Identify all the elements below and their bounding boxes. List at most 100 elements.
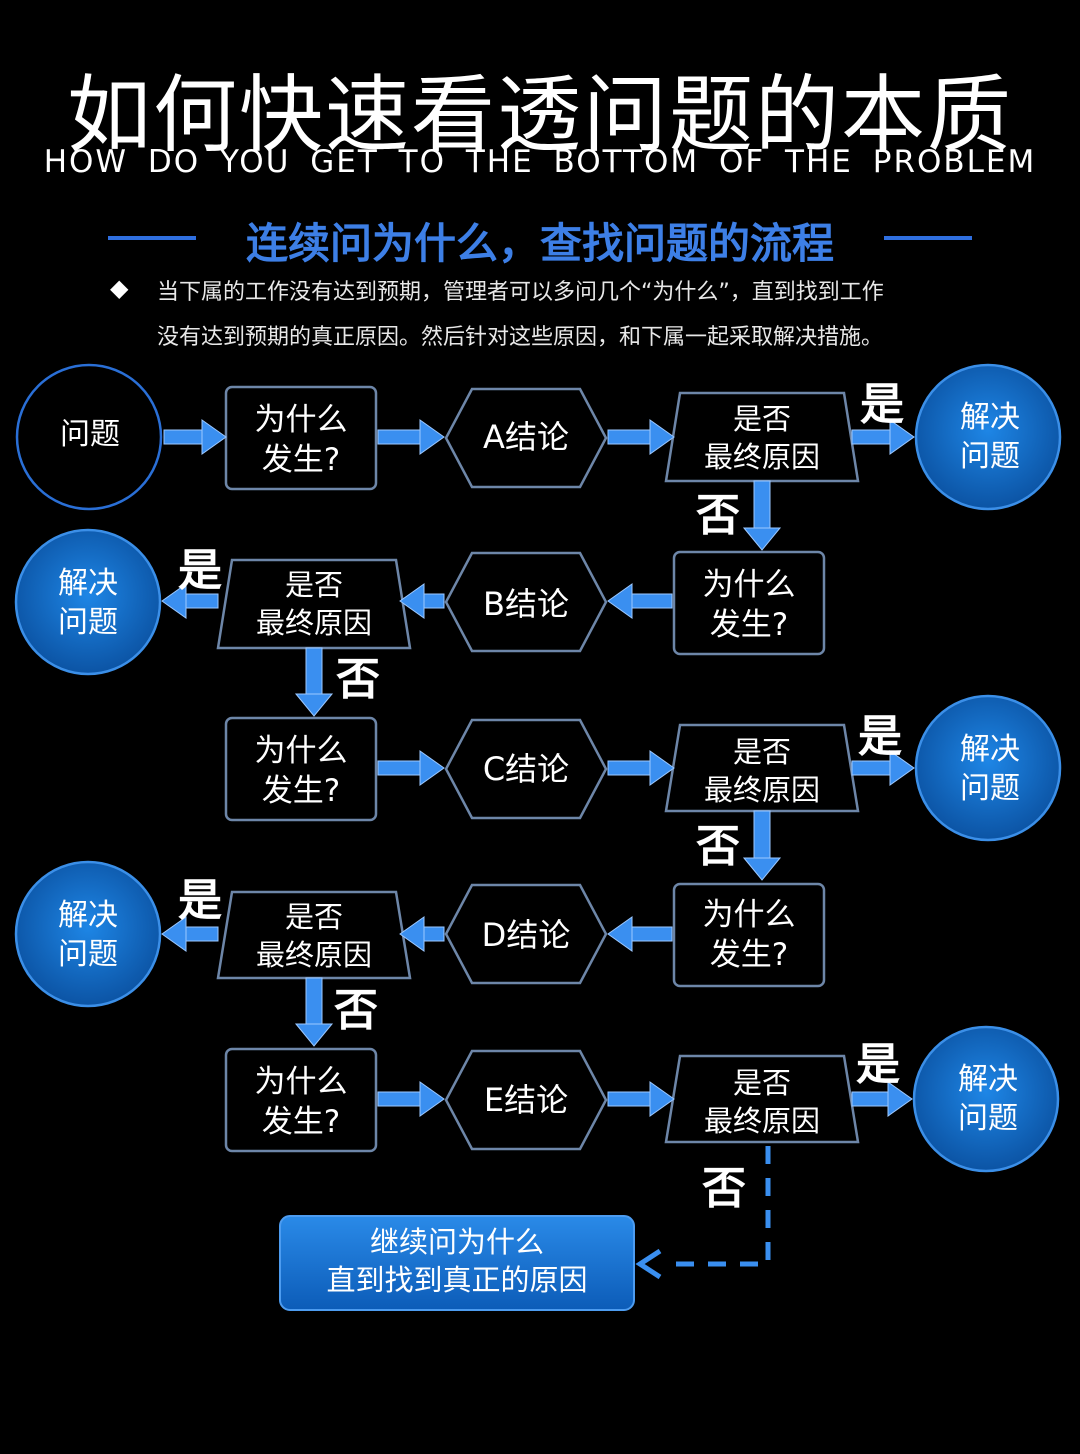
final-label-line2: 直到找到真正的原因 <box>326 1262 588 1297</box>
arrow-2b-shaft <box>423 593 445 609</box>
arrow-2b-head <box>399 583 425 619</box>
why-label-line1: 为什么 <box>254 402 348 438</box>
arrow-1d-head <box>889 419 915 455</box>
intro-line-1: 当下属的工作没有达到预期，管理者可以多问几个“为什么”，直到找到工作 <box>157 280 884 305</box>
arrow-3b <box>607 750 675 786</box>
why-node-3: 为什么 发生? <box>226 731 376 812</box>
why-label-line1: 为什么 <box>254 1064 348 1100</box>
arrow-3a-head <box>419 750 445 786</box>
arrow-5a-shaft <box>377 1091 421 1107</box>
solve-label-line1: 解决 <box>58 898 118 933</box>
trap-4 <box>216 890 412 980</box>
arrow-4b-shaft <box>423 926 445 942</box>
solve-node-5: 解决 问题 <box>916 1060 1060 1138</box>
dashed-arrowhead <box>635 1248 662 1280</box>
solve-label-line2: 问题 <box>58 937 118 972</box>
arrow-2-down <box>294 647 334 717</box>
arrow-4c <box>161 916 219 952</box>
hex-d <box>444 883 608 985</box>
problem-circle <box>15 363 163 511</box>
arrow-4-down-head <box>294 1023 334 1047</box>
arrow-3-down-shaft <box>753 810 771 859</box>
why-label-line2: 发生? <box>261 1104 341 1141</box>
arrow-3b-shaft <box>607 760 651 776</box>
no-label-2: 否 <box>336 654 380 705</box>
arrow-2-down-shaft <box>305 647 323 695</box>
trap-2 <box>216 558 412 650</box>
arrow-4-down <box>294 977 334 1047</box>
why-node-4: 为什么 发生? <box>674 895 824 976</box>
solve-label-line1: 解决 <box>958 1062 1018 1097</box>
why-label-line2: 发生? <box>709 607 789 644</box>
yes-label-3: 是 <box>858 711 902 762</box>
solve-circle-2 <box>14 528 162 676</box>
arrow-5a <box>377 1081 445 1117</box>
why-box-1 <box>224 385 378 491</box>
final-label-line1: 继续问为什么 <box>369 1225 544 1259</box>
decision-node-5: 是否 最终原因 <box>680 1065 844 1140</box>
solve-label-line2: 问题 <box>58 605 118 640</box>
solve-circle-1 <box>914 363 1062 511</box>
section-title: 连续问为什么，查找问题的流程 <box>245 219 834 268</box>
arrow-1c <box>607 419 675 455</box>
page-subtitle: HOW DO YOU GET TO THE BOTTOM OF THE PROB… <box>43 144 1037 180</box>
section-divider-left <box>108 236 196 240</box>
solve-label-line2: 问题 <box>958 1101 1018 1136</box>
why-box-5 <box>224 1047 378 1153</box>
decision-label-line1: 是否 <box>284 900 343 934</box>
solve-label-line2: 问题 <box>960 771 1020 806</box>
why-label-line2: 发生? <box>261 773 341 810</box>
yes-label-2: 是 <box>178 545 222 596</box>
yes-label-1: 是 <box>860 379 904 430</box>
arrow-4a <box>607 916 673 952</box>
final-box <box>279 1215 635 1311</box>
why-label-line1: 为什么 <box>702 897 796 933</box>
arrow-3a-shaft <box>377 760 421 776</box>
hex-c <box>444 718 608 820</box>
decision-label-line1: 是否 <box>284 568 343 602</box>
arrow-1b-shaft <box>377 429 421 445</box>
trap-1 <box>664 391 860 483</box>
solve-label-line1: 解决 <box>960 400 1020 435</box>
decision-label-line2: 最终原因 <box>255 605 372 640</box>
no-label-5: 否 <box>702 1163 746 1214</box>
arrow-1c-head <box>649 419 675 455</box>
arrow-3-down-head <box>742 857 782 881</box>
arrow-2a-head <box>607 583 633 619</box>
why-node-2: 为什么 发生? <box>674 565 824 646</box>
solve-label-line1: 解决 <box>58 566 118 601</box>
why-label-line1: 为什么 <box>254 733 348 769</box>
hex-b <box>444 551 608 653</box>
solve-node-1: 解决 问题 <box>918 398 1062 476</box>
why-label-line2: 发生? <box>261 442 341 479</box>
conclusion-a: A结论 <box>483 418 569 456</box>
arrow-3a <box>377 750 445 786</box>
decision-label-line2: 最终原因 <box>703 772 820 807</box>
solve-node-2: 解决 问题 <box>16 564 160 642</box>
solve-circle-5 <box>912 1025 1060 1173</box>
arrow-2a-shaft <box>631 593 673 609</box>
why-box-4 <box>672 882 826 988</box>
arrow-5b-shaft <box>607 1091 651 1107</box>
yes-label-4: 是 <box>178 875 222 926</box>
arrow-4b-head <box>399 916 425 952</box>
arrow-1d <box>851 419 915 455</box>
hex-a <box>444 387 608 489</box>
solve-label-line1: 解决 <box>960 732 1020 767</box>
bullet-icon: ◆ <box>110 274 129 302</box>
arrow-1b <box>377 419 445 455</box>
decision-label-line1: 是否 <box>732 1066 791 1100</box>
arrow-4-down-shaft <box>305 977 323 1025</box>
conclusion-c: C结论 <box>482 750 570 788</box>
arrow-2c-head <box>161 583 187 619</box>
arrow-1a-head <box>201 419 227 455</box>
no-label-4: 否 <box>334 985 378 1036</box>
decision-label-line1: 是否 <box>732 735 791 769</box>
decision-label-line2: 最终原因 <box>703 439 820 474</box>
arrow-3-down <box>742 810 782 881</box>
page-title: 如何快速看透问题的本质 <box>66 66 1013 164</box>
arrow-1b-head <box>419 419 445 455</box>
arrow-1a-shaft <box>163 429 203 445</box>
decision-node-4: 是否 最终原因 <box>232 899 396 974</box>
